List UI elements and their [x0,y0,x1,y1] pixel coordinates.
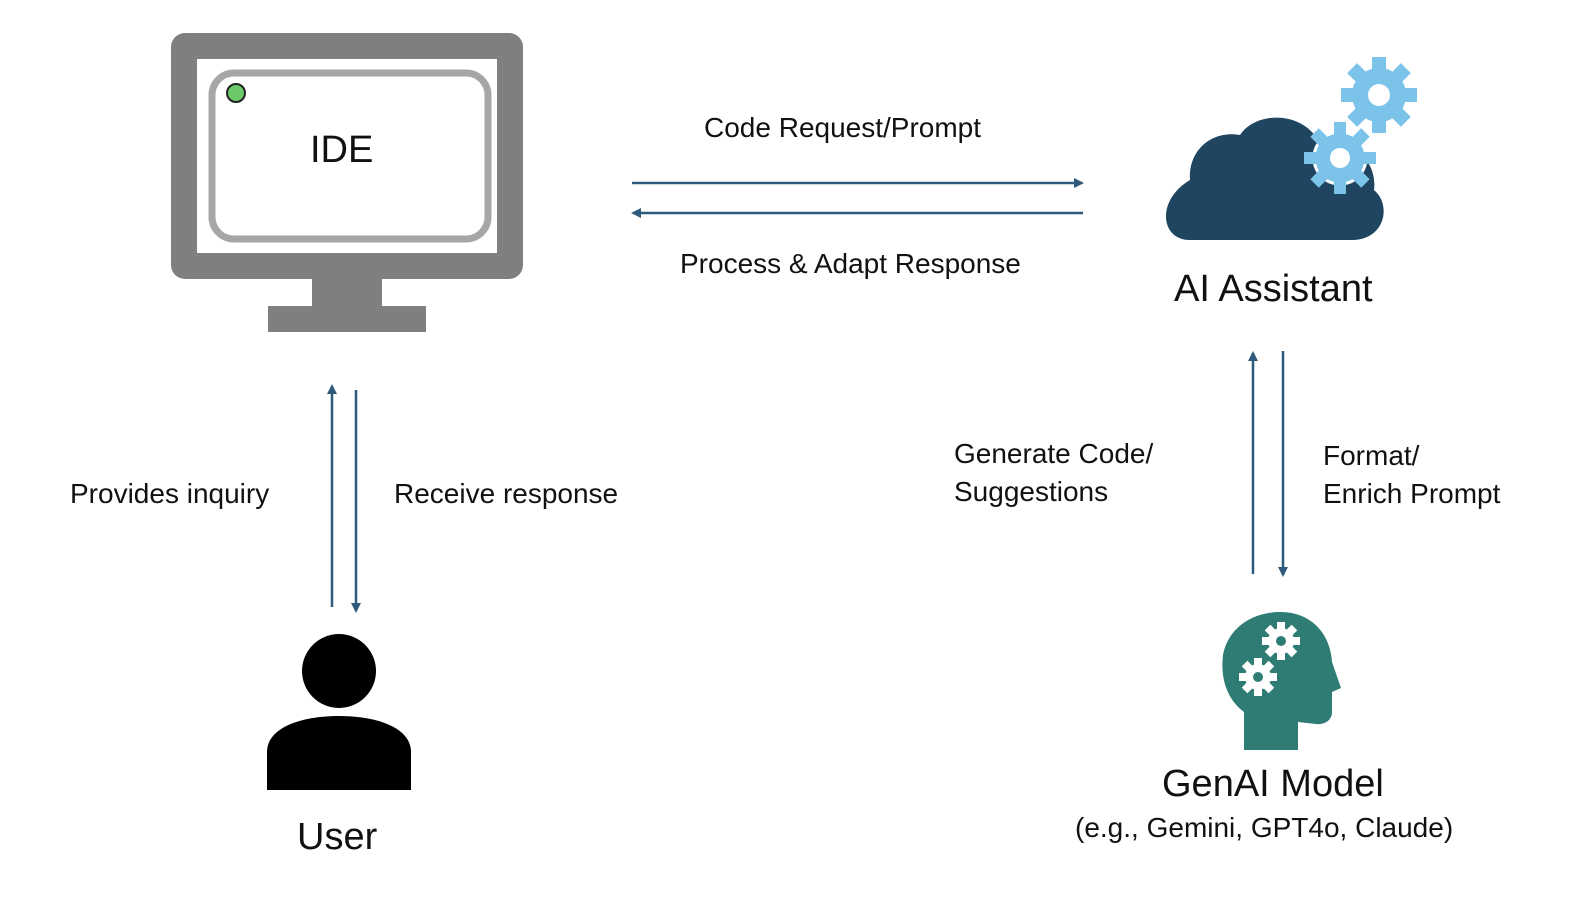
monitor-icon [171,33,523,332]
format-enrich-label-line1: Format/ [1323,440,1420,471]
genai-model-label: GenAI Model [1162,763,1384,805]
cloud-gears-icon [1165,57,1417,240]
person-icon [267,634,411,790]
format-enrich-label-line2: Enrich Prompt [1323,478,1501,509]
status-dot-icon [226,83,246,103]
genai-model-sublabel: (e.g., Gemini, GPT4o, Claude) [1075,812,1454,843]
process-adapt-label: Process & Adapt Response [680,248,1021,279]
gear-small-icon [1304,122,1376,194]
generate-code-label-line2: Suggestions [954,476,1109,507]
code-request-label: Code Request/Prompt [704,112,982,143]
gear-large-icon [1341,57,1417,133]
generate-code-label-line1: Generate Code/ [954,438,1154,469]
head-gears-icon [1222,612,1341,750]
ide-label: IDE [310,129,374,171]
provides-inquiry-label: Provides inquiry [70,478,270,509]
ai-assistant-label: AI Assistant [1174,268,1373,310]
user-label: User [297,816,378,858]
receive-response-label: Receive response [394,478,619,509]
